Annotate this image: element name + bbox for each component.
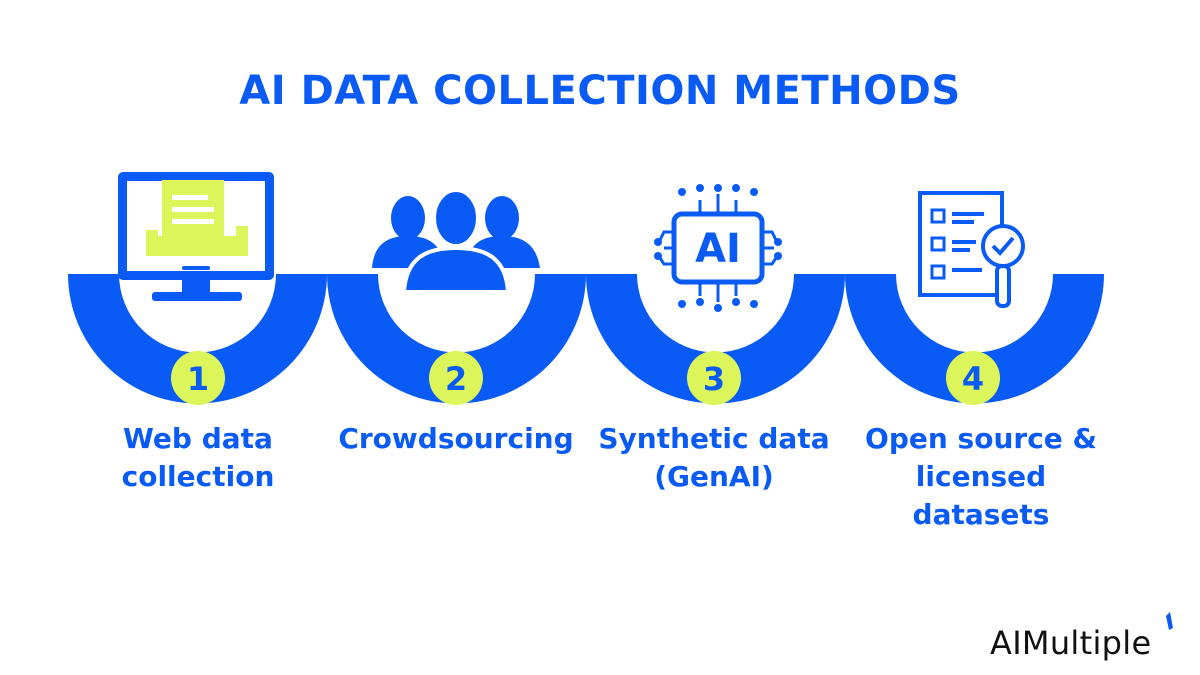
checklist-magnifier-icon	[918, 191, 1025, 308]
monitor-document-icon	[118, 172, 274, 301]
people-group-icon	[372, 188, 540, 294]
step-label-4: Open source &licensed datasets	[865, 422, 1097, 531]
ai-chip-icon: AI	[654, 184, 782, 312]
step-label-3: Synthetic data(GenAI)	[598, 422, 830, 493]
step-badge-3: 3	[687, 351, 741, 405]
brand-logo-mark	[1166, 612, 1173, 630]
step-badge-4: 4	[946, 351, 1000, 405]
step-badge-1: 1	[171, 351, 225, 405]
step-label-2: Crowdsourcing	[338, 422, 574, 455]
step-badge-2: 2	[429, 351, 483, 405]
brand-name: AIMultiple	[990, 624, 1152, 662]
page-title: AI DATA COLLECTION METHODS	[239, 68, 961, 114]
step-number-3: 3	[703, 360, 725, 398]
step-number-4: 4	[962, 360, 984, 398]
chip-label: AI	[695, 226, 741, 272]
step-number-2: 2	[445, 360, 467, 398]
step-number-1: 1	[187, 360, 209, 398]
